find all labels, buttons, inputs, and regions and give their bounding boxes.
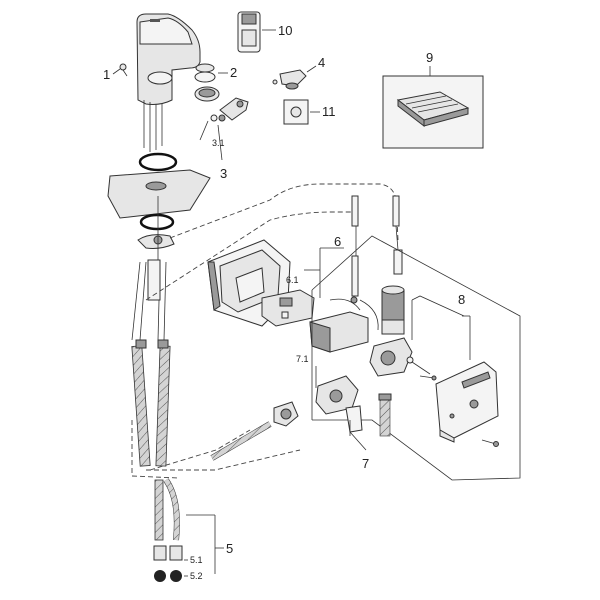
callout-4: 4	[318, 55, 325, 70]
part-6-control-box	[207, 195, 403, 353]
callout-11: 11	[322, 104, 336, 119]
callout-2: 2	[230, 65, 237, 80]
callout-7-1: 7.1	[296, 354, 309, 364]
callout-8: 8	[458, 292, 465, 307]
callout-5-1: 5.1	[190, 555, 203, 565]
sensor-window	[147, 71, 173, 85]
callout-5-2: 5.2	[190, 571, 203, 581]
connection-fitting	[210, 401, 299, 461]
part-8-cover	[411, 295, 499, 447]
part-11-key	[283, 99, 320, 125]
callout-3: 3	[220, 166, 227, 181]
connection-lines	[131, 183, 399, 479]
brand-mark-icon	[150, 19, 160, 22]
callout-7: 7	[362, 456, 369, 471]
callout-1: 1	[103, 67, 110, 82]
part-4-lever	[272, 65, 317, 90]
part-3-valve	[199, 97, 249, 161]
part-5-flex-hoses	[153, 478, 224, 582]
part-7-valve-block	[311, 235, 521, 481]
faucet-body	[136, 13, 201, 152]
countertop-mount	[107, 152, 211, 260]
callout-10: 10	[278, 23, 292, 38]
part-1-screw	[112, 63, 128, 77]
supply-hoses	[131, 259, 171, 467]
callout-9: 9	[426, 50, 433, 65]
callout-3-1: 3.1	[212, 138, 225, 148]
callout-5: 5	[226, 541, 233, 556]
part-10-cartridge	[237, 11, 276, 53]
part-9-box	[382, 66, 484, 149]
callout-6: 6	[334, 234, 341, 249]
part-2-aerator	[194, 63, 228, 102]
callout-6-1: 6.1	[286, 275, 299, 285]
